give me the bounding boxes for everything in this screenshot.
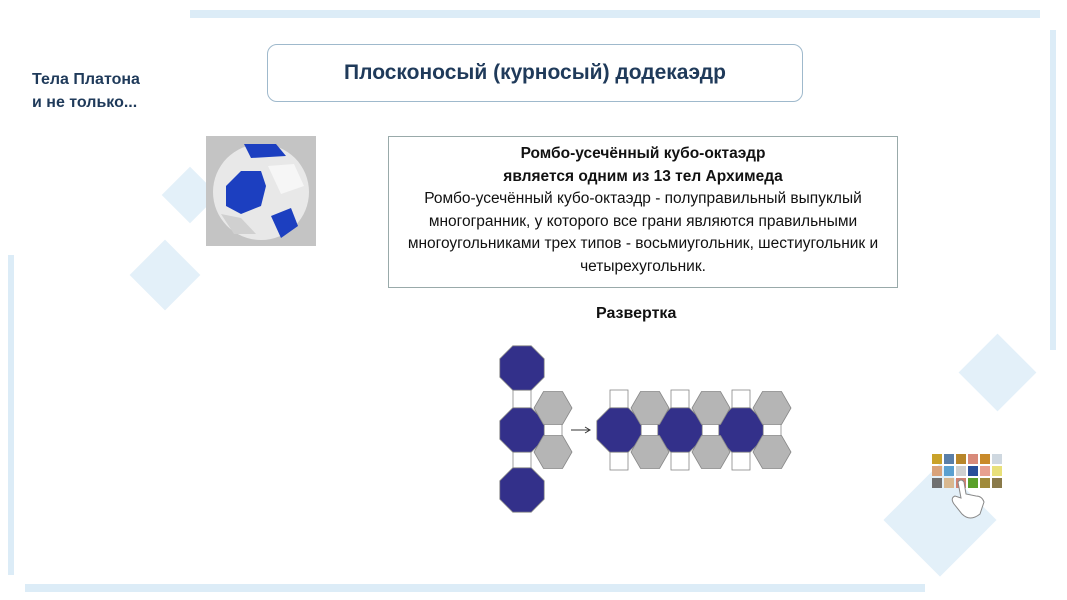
info-subheading: является одним из 13 тел Архимеда [503,167,783,185]
net-hexagon [752,391,792,425]
app-icon[interactable] [992,466,1002,476]
net-label: Развертка [596,305,677,322]
app-icon[interactable] [980,478,990,488]
net-hexagon [691,435,731,469]
app-icon[interactable] [980,466,990,476]
bottom-decor-bar [25,584,925,592]
decor-diamond [958,333,1037,412]
app-icon[interactable] [992,454,1002,464]
app-icon[interactable] [956,466,966,476]
app-icon[interactable] [956,454,966,464]
net-square [609,451,629,471]
app-icon[interactable] [980,454,990,464]
net-square [512,389,532,409]
sidebar-caption: Тела Платона и не только... [32,68,140,114]
pointing-hand-icon [951,479,985,519]
polyhedron-photo [206,136,316,246]
net-hexagon [691,391,731,425]
top-decor-bar [190,10,1040,18]
net-square [512,450,532,470]
app-icon[interactable] [932,478,942,488]
net-hexagon [630,435,670,469]
net-hexagon [752,435,792,469]
app-icon[interactable] [968,454,978,464]
net-square [670,389,690,409]
net-diagram [499,345,792,513]
info-body: Ромбо-усечённый кубо-октаэдр - полуправи… [407,190,879,275]
sidebar-line: и не только... [32,94,138,111]
net-square [609,389,629,409]
app-icon[interactable] [932,454,942,464]
net-hexagon [533,435,573,469]
app-icon[interactable] [932,466,942,476]
page-title: Плосконосый (курносый) додекаэдр [267,44,803,102]
net-square [731,389,751,409]
app-icon[interactable] [944,466,954,476]
info-box: Ромбо-усечённый кубо-октаэдр является од… [388,136,898,288]
net-square [670,451,690,471]
app-icon[interactable] [968,466,978,476]
app-icon[interactable] [944,454,954,464]
decor-diamond [129,239,201,311]
net-square [731,451,751,471]
app-icon[interactable] [968,478,978,488]
net-octagon [499,467,545,513]
net-hexagon [630,391,670,425]
right-decor-bar [1050,30,1056,350]
sidebar-line: Тела Платона [32,71,140,88]
navigation-icons[interactable] [930,452,1010,532]
net-hexagon [533,391,573,425]
left-decor-bar [8,255,14,575]
info-heading: Ромбо-усечённый кубо-октаэдр [520,145,766,162]
app-icon[interactable] [944,478,954,488]
arrow-icon [571,426,591,434]
app-icon[interactable] [992,478,1002,488]
net-octagon [499,345,545,391]
